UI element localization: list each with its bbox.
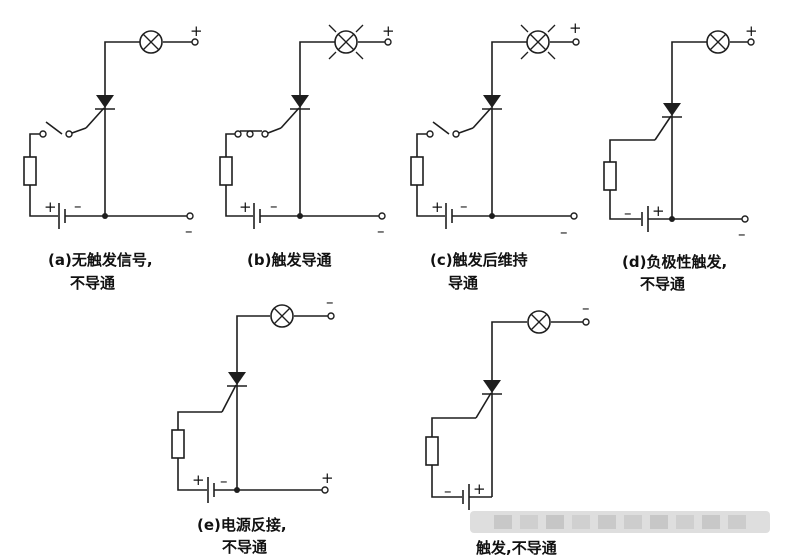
watermark-blur [470,511,770,533]
svg-text:–: – [582,299,590,317]
battery-d-reversed [641,206,649,232]
caption-a-line1: (a)无触发信号, [48,251,153,269]
caption-c-line1: (c)触发后维持 [430,251,528,269]
svg-text:+: + [192,471,205,489]
resistor-f [425,436,439,466]
thyristor-f [475,380,502,419]
svg-text:+: + [321,469,334,487]
circuit-a: + + – – (a)无触发信号, 不导通 [23,22,203,292]
svg-text:+: + [473,480,486,498]
svg-text:+: + [431,198,444,216]
svg-text:–: – [624,204,632,222]
circuit-b: + + – – (b)触发导通 [219,22,395,269]
svg-text:–: – [738,225,746,243]
battery-b [253,203,261,229]
thyristor-b [280,95,310,129]
battery-a [58,203,66,229]
svg-text:–: – [444,482,452,500]
svg-text:–: – [74,197,82,215]
lamp-e [270,304,294,328]
thyristor-c [472,95,502,129]
svg-text:+: + [652,202,665,220]
svg-text:–: – [220,472,228,490]
terminal-top-a [191,38,199,46]
caption-e-line2: 不导通 [222,538,267,556]
circuit-d: + – + – (d)负极性触发, 不导通 [603,22,758,293]
resistor-d [603,161,617,191]
caption-a-line2: 不导通 [70,274,115,292]
caption-b-line1: (b)触发导通 [247,251,331,269]
circuit-c: + + – – (c)触发后维持 导通 [410,19,582,292]
caption-f-line1: 触发,不导通 [476,539,557,556]
switch-open-a [45,121,63,135]
circuit-f: – – + 触发,不导通 [425,299,590,556]
svg-text:+: + [239,198,252,216]
svg-text:–: – [460,197,468,215]
resistor-c [410,156,424,186]
svg-text:–: – [377,222,385,240]
resistor-a [23,156,37,186]
caption-d-line1: (d)负极性触发, [622,253,727,271]
battery-c [445,203,453,229]
sign-top-a: + [190,22,203,40]
lamp-f [527,310,551,334]
svg-text:–: – [185,222,193,240]
svg-text:–: – [326,293,334,311]
circuit-e: – + – + (e)电源反接, 不导通 [171,293,335,556]
lamp-a [139,30,163,54]
switch-open-c [432,121,450,135]
resistor-e [171,429,185,459]
lamp-c-lit [520,24,556,60]
svg-text:+: + [745,22,758,40]
svg-text:+: + [382,22,395,40]
svg-text:+: + [44,198,57,216]
battery-e [207,477,215,503]
lamp-d [706,30,730,54]
caption-e-line1: (e)电源反接, [197,516,287,534]
battery-f-reversed [462,484,470,510]
resistor-b [219,156,233,186]
caption-d-line2: 不导通 [640,275,685,293]
thyristor-d [654,103,682,141]
svg-text:+: + [569,19,582,37]
thyristor-e [221,372,247,413]
lamp-b-lit [328,24,364,60]
caption-c-line2: 导通 [448,274,478,292]
svg-text:–: – [560,223,568,241]
svg-text:–: – [270,197,278,215]
thyristor-a [85,95,115,129]
